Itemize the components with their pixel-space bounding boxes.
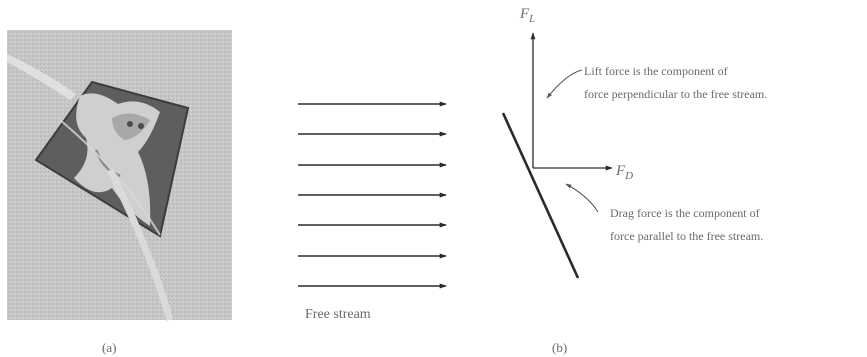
drag-note-line1: Drag force is the component of xyxy=(610,206,760,220)
drag-subscript: D xyxy=(624,170,633,182)
kite-plate xyxy=(503,113,578,278)
caption-b: (b) xyxy=(552,340,567,355)
lift-note-line2: force perpendicular to the free stream. xyxy=(584,87,767,101)
free-stream-arrows xyxy=(298,104,446,286)
drag-label: FD xyxy=(615,163,633,182)
lift-annotation: Lift force is the component of force per… xyxy=(547,64,767,101)
kite-photo xyxy=(7,30,232,320)
lift-label: FL xyxy=(519,6,535,25)
drag-note-line2: force parallel to the free stream. xyxy=(610,229,763,243)
caption-a: (a) xyxy=(102,340,116,355)
free-stream-label: Free stream xyxy=(305,307,371,322)
lift-note-line1: Lift force is the component of xyxy=(584,64,728,78)
lift-subscript: L xyxy=(528,13,535,25)
drag-annotation: Drag force is the component of force par… xyxy=(566,184,763,243)
